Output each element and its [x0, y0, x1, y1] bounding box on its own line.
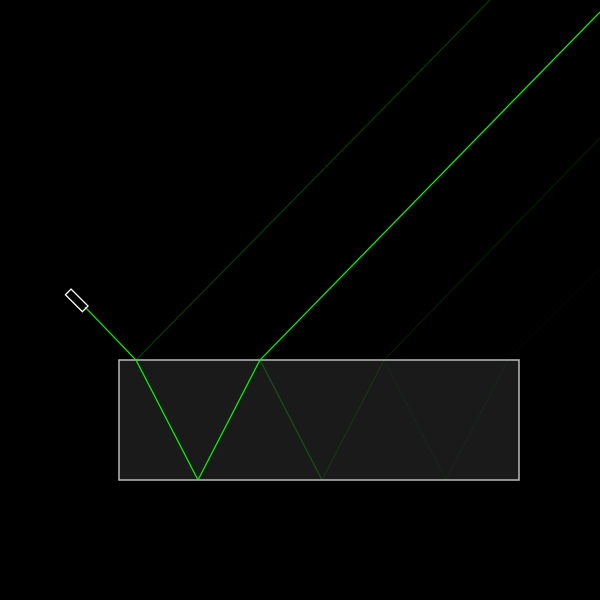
internal-ray-4 [321, 359, 385, 481]
internal-ray-2 [197, 359, 261, 481]
refracted-ray-1 [135, 359, 199, 481]
exit-ray-2 [383, 137, 600, 361]
internal-ray-6 [445, 359, 509, 481]
incident-ray [84, 306, 137, 361]
reflected-ray-1 [135, 0, 491, 361]
exit-ray-1 [259, 11, 600, 361]
glass-slab[interactable] [118, 359, 520, 481]
internal-ray-5 [383, 359, 447, 481]
laser-pointer-icon[interactable] [64, 288, 89, 313]
laser-rays [84, 0, 600, 481]
internal-ray-3 [259, 359, 323, 481]
